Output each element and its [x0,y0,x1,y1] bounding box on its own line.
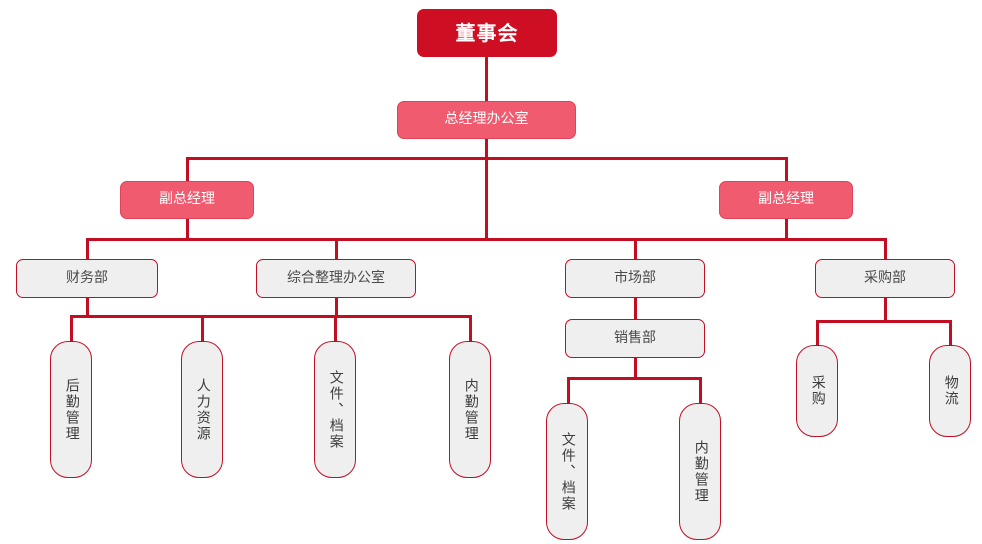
node-root-board-of-directors[interactable]: 董事会 [417,9,557,57]
node-purchasing[interactable]: 采购 [796,345,838,437]
node-deputy-general-manager-left[interactable]: 副总经理 [120,181,254,219]
connector-general-affairs-trunk [335,297,338,316]
connector-marketing-to-sales [634,297,637,319]
connector-bus-procurement-subunits [816,320,952,323]
connector-drop-logistics [949,320,952,345]
connector-drop-documents-archive-a [334,315,337,341]
connector-drop-marketing [634,238,637,259]
connector-bus-deputies [186,157,787,160]
node-label: 文件、档案 [559,431,576,512]
node-label: 文件、档案 [327,369,344,450]
node-general-manager-office[interactable]: 总经理办公室 [397,101,576,139]
connector-bus-departments [86,238,886,241]
node-label: 物流 [942,375,959,407]
connector-drop-documents-archive-b [567,377,570,403]
node-label: 总经理办公室 [444,111,529,128]
connector-procurement-trunk [884,297,887,321]
connector-bus-sales-subunits [567,377,702,380]
node-label: 销售部 [614,329,656,346]
connector-drop-procurement [884,238,887,259]
node-label: 副总经理 [159,191,215,208]
node-label: 采购 [809,375,826,407]
node-internal-management-sales[interactable]: 内勤管理 [679,403,721,540]
node-logistics-management[interactable]: 后勤管理 [50,341,92,478]
node-label: 内勤管理 [692,439,709,504]
connector-drop-deputy-right [785,157,788,181]
connector-finance-trunk [86,297,89,316]
node-procurement-department[interactable]: 采购部 [815,259,955,298]
node-logistics[interactable]: 物流 [929,345,971,437]
connector-drop-purchasing [816,320,819,345]
connector-deputy-right-trunk [785,219,788,239]
node-sales-department[interactable]: 销售部 [565,319,705,358]
connector-root-to-gm-office [485,56,488,102]
node-label: 内勤管理 [462,377,479,442]
node-label: 市场部 [614,269,656,286]
connector-sales-trunk [634,357,637,378]
connector-drop-general-affairs [335,238,338,259]
connector-bus-left-subunits [70,315,472,318]
node-label: 董事会 [455,20,519,45]
connector-drop-human-resources [201,315,204,341]
connector-drop-internal-mgmt-a [469,315,472,341]
node-label: 后勤管理 [63,377,80,442]
node-label: 采购部 [864,269,906,286]
node-marketing-department[interactable]: 市场部 [565,259,705,298]
node-deputy-general-manager-right[interactable]: 副总经理 [719,181,853,219]
node-label: 财务部 [66,269,108,286]
node-label: 人力资源 [194,377,211,442]
connector-drop-logistics-mgmt [70,315,73,341]
node-general-affairs-office[interactable]: 综合整理办公室 [256,259,416,298]
node-label: 综合整理办公室 [287,269,385,286]
node-label: 副总经理 [758,191,814,208]
connector-drop-finance [86,238,89,259]
connector-deputy-left-trunk [186,219,189,239]
connector-drop-deputy-left [186,157,189,181]
node-internal-management-general-affairs[interactable]: 内勤管理 [449,341,491,478]
node-human-resources[interactable]: 人力资源 [181,341,223,478]
node-documents-archive-sales[interactable]: 文件、档案 [546,403,588,540]
node-documents-archive-general-affairs[interactable]: 文件、档案 [314,341,356,478]
node-finance-department[interactable]: 财务部 [16,259,158,298]
connector-gm-office-trunk [485,138,488,238]
connector-drop-internal-mgmt-b [699,377,702,403]
